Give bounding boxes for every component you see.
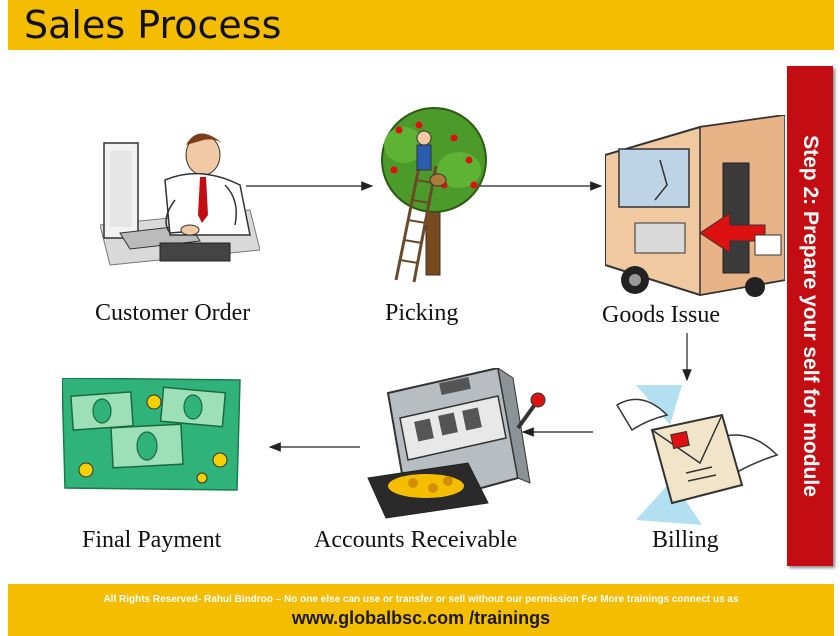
- flying-envelope-icon: [615, 385, 779, 525]
- footer-url-text: www.globalbsc.com /trainings: [291, 608, 551, 628]
- footer-bar: All Rights Reserved- Rahul Bindroo – No …: [8, 584, 834, 636]
- step-label-customer-order: Customer Order: [95, 300, 251, 326]
- step-sidebar: Step 2: Prepare your self for module: [787, 66, 833, 566]
- step-label-final-payment: Final Payment: [82, 527, 222, 553]
- step-label-billing: Billing: [652, 527, 719, 553]
- footer-rights-text: All Rights Reserved- Rahul Bindroo – No …: [103, 594, 739, 605]
- page-title: Sales Process: [24, 3, 282, 47]
- computer-user-icon: [100, 133, 260, 266]
- step-label-goods-issue: Goods Issue: [602, 302, 720, 328]
- money-icon: [62, 378, 241, 491]
- tree-ladder-icon: [381, 107, 487, 283]
- delivery-truck-icon: [605, 115, 785, 297]
- step-label-picking: Picking: [385, 300, 459, 326]
- header-bar: Sales Process: [8, 0, 834, 50]
- step-label-accounts-receivable: Accounts Receivable: [314, 527, 518, 553]
- slot-machine-icon: [367, 368, 546, 519]
